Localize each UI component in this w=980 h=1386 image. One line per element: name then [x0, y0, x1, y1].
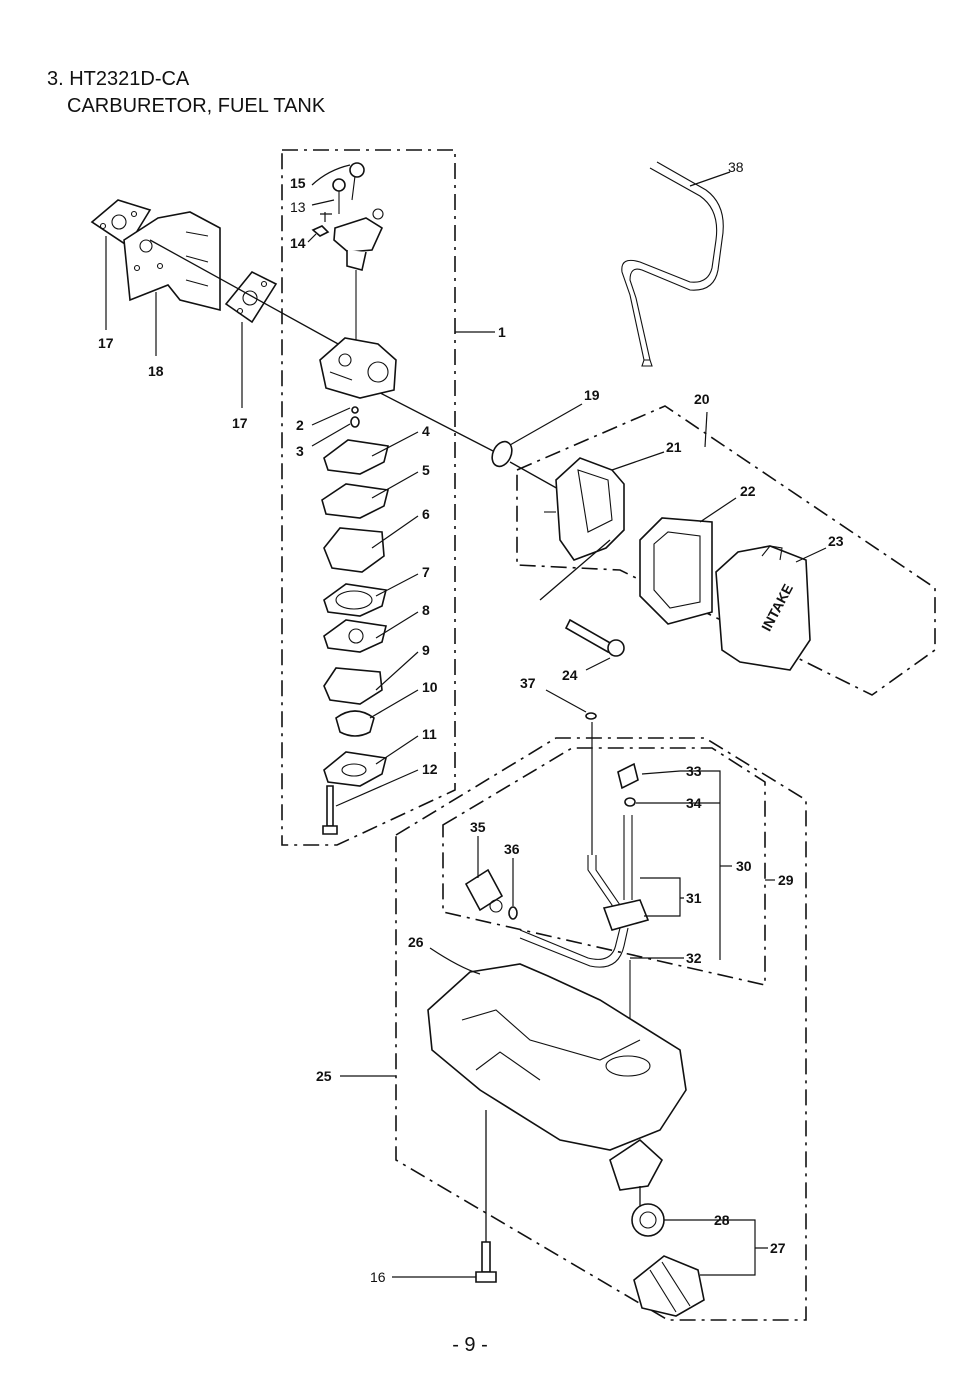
tank-mount-bolt — [475, 1241, 497, 1283]
callout-29: 29 — [778, 872, 794, 888]
callout-25: 25 — [316, 1068, 332, 1084]
callout-20: 20 — [694, 391, 710, 407]
carburetor-body — [319, 337, 397, 399]
o-ring — [491, 440, 513, 468]
callout-37: 37 — [520, 675, 536, 691]
callout-18: 18 — [148, 363, 164, 379]
callout-24: 24 — [562, 667, 578, 683]
callout-7: 7 — [422, 564, 430, 580]
air-cleaner-cover: INTAKE — [715, 545, 811, 671]
insulator-gasket-right — [224, 270, 278, 324]
callout-9: 9 — [422, 642, 430, 658]
callout-16: 16 — [370, 1269, 386, 1285]
callout-19: 19 — [584, 387, 600, 403]
callout-35: 35 — [470, 819, 486, 835]
diagram-title-section: CARBURETOR, FUEL TANK — [67, 95, 326, 117]
callout-8: 8 — [422, 602, 430, 618]
carburetor-assembly-frame — [281, 149, 456, 846]
callout-26: 26 — [408, 934, 424, 950]
carburetor-stack — [321, 439, 389, 835]
callout-1: 1 — [498, 324, 506, 340]
callout-22: 22 — [740, 483, 756, 499]
air-cleaner-frame — [516, 405, 936, 696]
callout-28: 28 — [714, 1212, 730, 1228]
air-cleaner-base — [544, 457, 625, 561]
callout-5: 5 — [422, 462, 430, 478]
fuel-filter — [464, 868, 504, 913]
grommet — [585, 712, 597, 720]
callout-33: 33 — [686, 763, 702, 779]
page-number: - 9 - — [452, 1334, 488, 1356]
callout-14: 14 — [290, 235, 306, 251]
carb-top-assembly — [311, 162, 384, 340]
callout-12: 12 — [422, 761, 438, 777]
callout-13: 13 — [290, 199, 306, 215]
callout-17-left: 17 — [98, 335, 114, 351]
callout-11: 11 — [422, 726, 437, 742]
callout-23: 23 — [828, 533, 844, 549]
callout-4: 4 — [422, 423, 430, 439]
callout-38: 38 — [728, 159, 744, 175]
callout-3: 3 — [296, 443, 304, 459]
diagram-title-model: 3. HT2321D-CA — [47, 68, 190, 90]
air-cleaner-bolt — [564, 618, 625, 657]
fuel-tank — [427, 963, 687, 1191]
fuel-line-hose — [621, 161, 731, 367]
air-filter-element — [639, 517, 713, 625]
callout-10: 10 — [422, 679, 438, 695]
fuel-tank-frame — [395, 737, 807, 1321]
fuel-pickup-frame — [442, 747, 766, 987]
callout-32: 32 — [686, 950, 702, 966]
callout-17-right: 17 — [232, 415, 248, 431]
callout-15: 15 — [290, 175, 306, 191]
tank-cap-gasket — [631, 1203, 665, 1237]
callout-36: 36 — [504, 841, 520, 857]
carburetor-leaders — [105, 164, 419, 807]
callout-34: 34 — [686, 795, 702, 811]
callout-30: 30 — [736, 858, 752, 874]
callout-27: 27 — [770, 1240, 786, 1256]
fuel-tank-cap — [633, 1255, 705, 1317]
callout-31: 31 — [686, 890, 702, 906]
mounting-bracket — [123, 211, 221, 312]
callout-6: 6 — [422, 506, 430, 522]
filter-clip — [508, 906, 518, 920]
callout-2: 2 — [296, 417, 304, 433]
callout-21: 21 — [666, 439, 682, 455]
insulator-gasket-left — [90, 199, 152, 248]
